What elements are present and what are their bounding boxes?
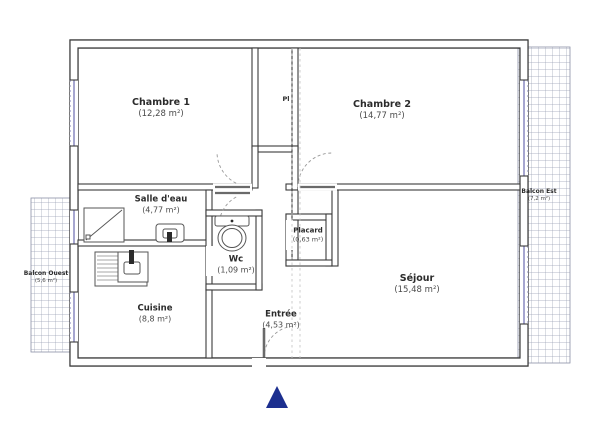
window-west-chambre1 [69,79,78,147]
door-leaves-top [215,185,335,357]
door-swings [216,151,333,359]
wall-cavity-fill [70,40,528,366]
exterior-walls-outline [69,39,529,367]
balcony-ouest-hatch [30,197,73,353]
window-west-cuisine [69,291,78,343]
exterior-walls [69,39,529,367]
north-arrow-icon [266,386,288,408]
washbasin-fixture [155,223,185,243]
kitchen-fixtures [94,250,149,287]
interior-walls [77,47,521,359]
window-east-sejour [520,245,529,325]
window-west-salledeau [70,209,78,245]
window-east-chambre2 [520,79,529,177]
toilet-fixture [214,215,250,252]
shower-fixture [83,207,125,243]
entry-axis-guides [291,48,301,358]
